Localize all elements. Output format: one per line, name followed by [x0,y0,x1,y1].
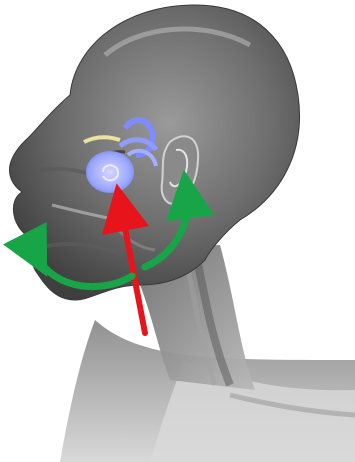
cochlea [86,151,134,193]
head [10,5,300,300]
